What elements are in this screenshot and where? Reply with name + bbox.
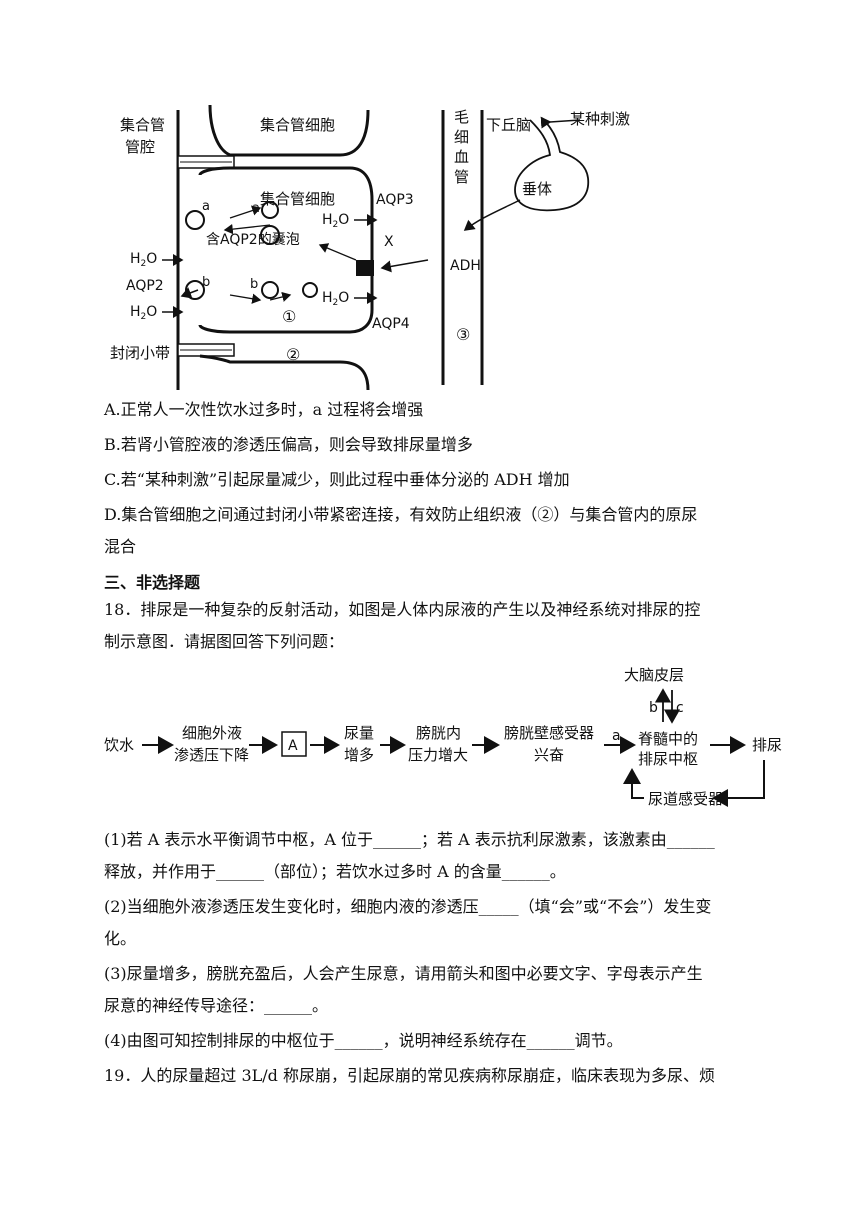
flow-urine-1: 尿量 — [344, 724, 374, 742]
q17-option-a: A.正常人一次性饮水过多时，a 过程将会增强 — [104, 400, 424, 419]
label-circle-2: ② — [286, 345, 300, 364]
label-capillary-3: 血 — [454, 148, 469, 166]
q17-option-b: B.若肾小管腔液的渗透压偏高，则会导致排尿量增多 — [104, 435, 473, 454]
collecting-duct-figure: 集合管 管腔 集合管细胞 集合管细胞 AQP3 a a 含AQP2的囊泡 X b… — [110, 104, 630, 390]
q18-part3-line1: (3)尿量增多，膀胱充盈后，人会产生尿意，请用箭头和图中必要文字、字母表示产生 — [104, 964, 703, 983]
flow-cortex: 大脑皮层 — [624, 666, 684, 684]
flow-drink: 饮水 — [104, 736, 134, 754]
label-capillary-4: 管 — [454, 168, 469, 186]
q18-intro-line1: 18．排尿是一种复杂的反射活动，如图是人体内尿液的产生以及神经系统对排尿的控 — [104, 600, 701, 619]
flow-bladder-2: 压力增大 — [408, 746, 468, 764]
q18-part3-line2: 尿意的神经传导途径：______。 — [104, 996, 329, 1015]
label-h2o-2: H2O — [130, 251, 157, 269]
label-cell-top: 集合管细胞 — [260, 116, 335, 134]
label-aqp3: AQP3 — [376, 192, 414, 208]
label-adh: ADH — [450, 258, 481, 274]
q17-option-d-line1: D.集合管细胞之间通过封闭小带紧密连接，有效防止组织液（②）与集合管内的原尿 — [104, 505, 698, 524]
label-duct-lumen-1: 集合管 — [120, 116, 165, 134]
flow-spinal-2: 排尿中枢 — [638, 750, 698, 768]
q18-part2-line1: (2)当细胞外液渗透压发生变化时，细胞内液的渗透压_____（填“会”或“不会”… — [104, 897, 712, 916]
flow-label-c: c — [676, 700, 684, 716]
flow-urethra: 尿道感受器 — [648, 790, 723, 808]
q17-option-d-line2: 混合 — [104, 537, 137, 556]
label-capillary-1: 毛 — [454, 108, 469, 126]
label-a-2: a — [252, 201, 260, 216]
label-stimulus: 某种刺激 — [570, 110, 630, 128]
flow-receptor-1: 膀胱壁感受器 — [504, 724, 594, 742]
q18-intro-line2: 制示意图．请据图回答下列问题： — [104, 632, 345, 651]
label-h2o-4: H2O — [322, 290, 349, 308]
label-vesicle: 含AQP2的囊泡 — [206, 231, 300, 248]
label-cell-mid: 集合管细胞 — [260, 190, 335, 208]
label-b-1: b — [202, 275, 210, 290]
label-h2o-3: H2O — [130, 304, 157, 322]
label-hypothalamus: 下丘脑 — [486, 116, 531, 134]
flow-label-b: b — [649, 700, 658, 716]
q19-line1: 19．人的尿量超过 3L/d 称尿崩，引起尿崩的常见疾病称尿崩症，临床表现为多尿… — [104, 1066, 715, 1085]
label-capillary-2: 细 — [454, 128, 469, 146]
flow-urine-2: 增多 — [344, 746, 374, 764]
label-aqp4: AQP4 — [372, 316, 410, 332]
q17-option-c: C.若“某种刺激”引起尿量减少，则此过程中垂体分泌的 ADH 增加 — [104, 470, 570, 489]
flow-box-a: A — [288, 738, 298, 754]
flow-ecf-1: 细胞外液 — [182, 724, 242, 742]
flow-urinate: 排尿 — [752, 736, 782, 754]
flow-spinal-1: 脊髓中的 — [638, 730, 698, 748]
label-circle-3: ③ — [456, 325, 470, 344]
label-duct-lumen-2: 管腔 — [125, 138, 155, 156]
q18-part1-line2: 释放，并作用于______（部位）；若饮水过多时 A 的含量______。 — [104, 862, 566, 881]
label-a-1: a — [202, 199, 210, 214]
q18-part2-line2: 化。 — [104, 929, 137, 948]
label-circle-1: ① — [282, 307, 296, 326]
label-tight-junction: 封闭小带 — [110, 344, 170, 362]
flow-ecf-2: 渗透压下降 — [174, 746, 249, 764]
label-aqp2: AQP2 — [126, 278, 164, 294]
q18-part1-line1: (1)若 A 表示水平衡调节中枢，A 位于______；若 A 表示抗利尿激素，… — [104, 830, 715, 849]
label-h2o-1: H2O — [322, 212, 349, 230]
label-b-2: b — [250, 277, 258, 292]
flow-bladder-1: 膀胱内 — [416, 724, 461, 742]
flow-label-a: a — [612, 728, 621, 744]
label-x: X — [384, 234, 394, 250]
q18-part4: (4)由图可知控制排尿的中枢位于______，说明神经系统存在______调节。 — [104, 1031, 623, 1050]
flow-receptor-2: 兴奋 — [534, 746, 564, 764]
section-heading: 三、非选择题 — [104, 573, 201, 592]
label-pituitary: 垂体 — [522, 180, 552, 198]
urination-flowchart: 大脑皮层 b c 饮水 细胞外液 渗透压下降 A 尿量 增多 膀胱内 压力增大 … — [104, 666, 782, 808]
